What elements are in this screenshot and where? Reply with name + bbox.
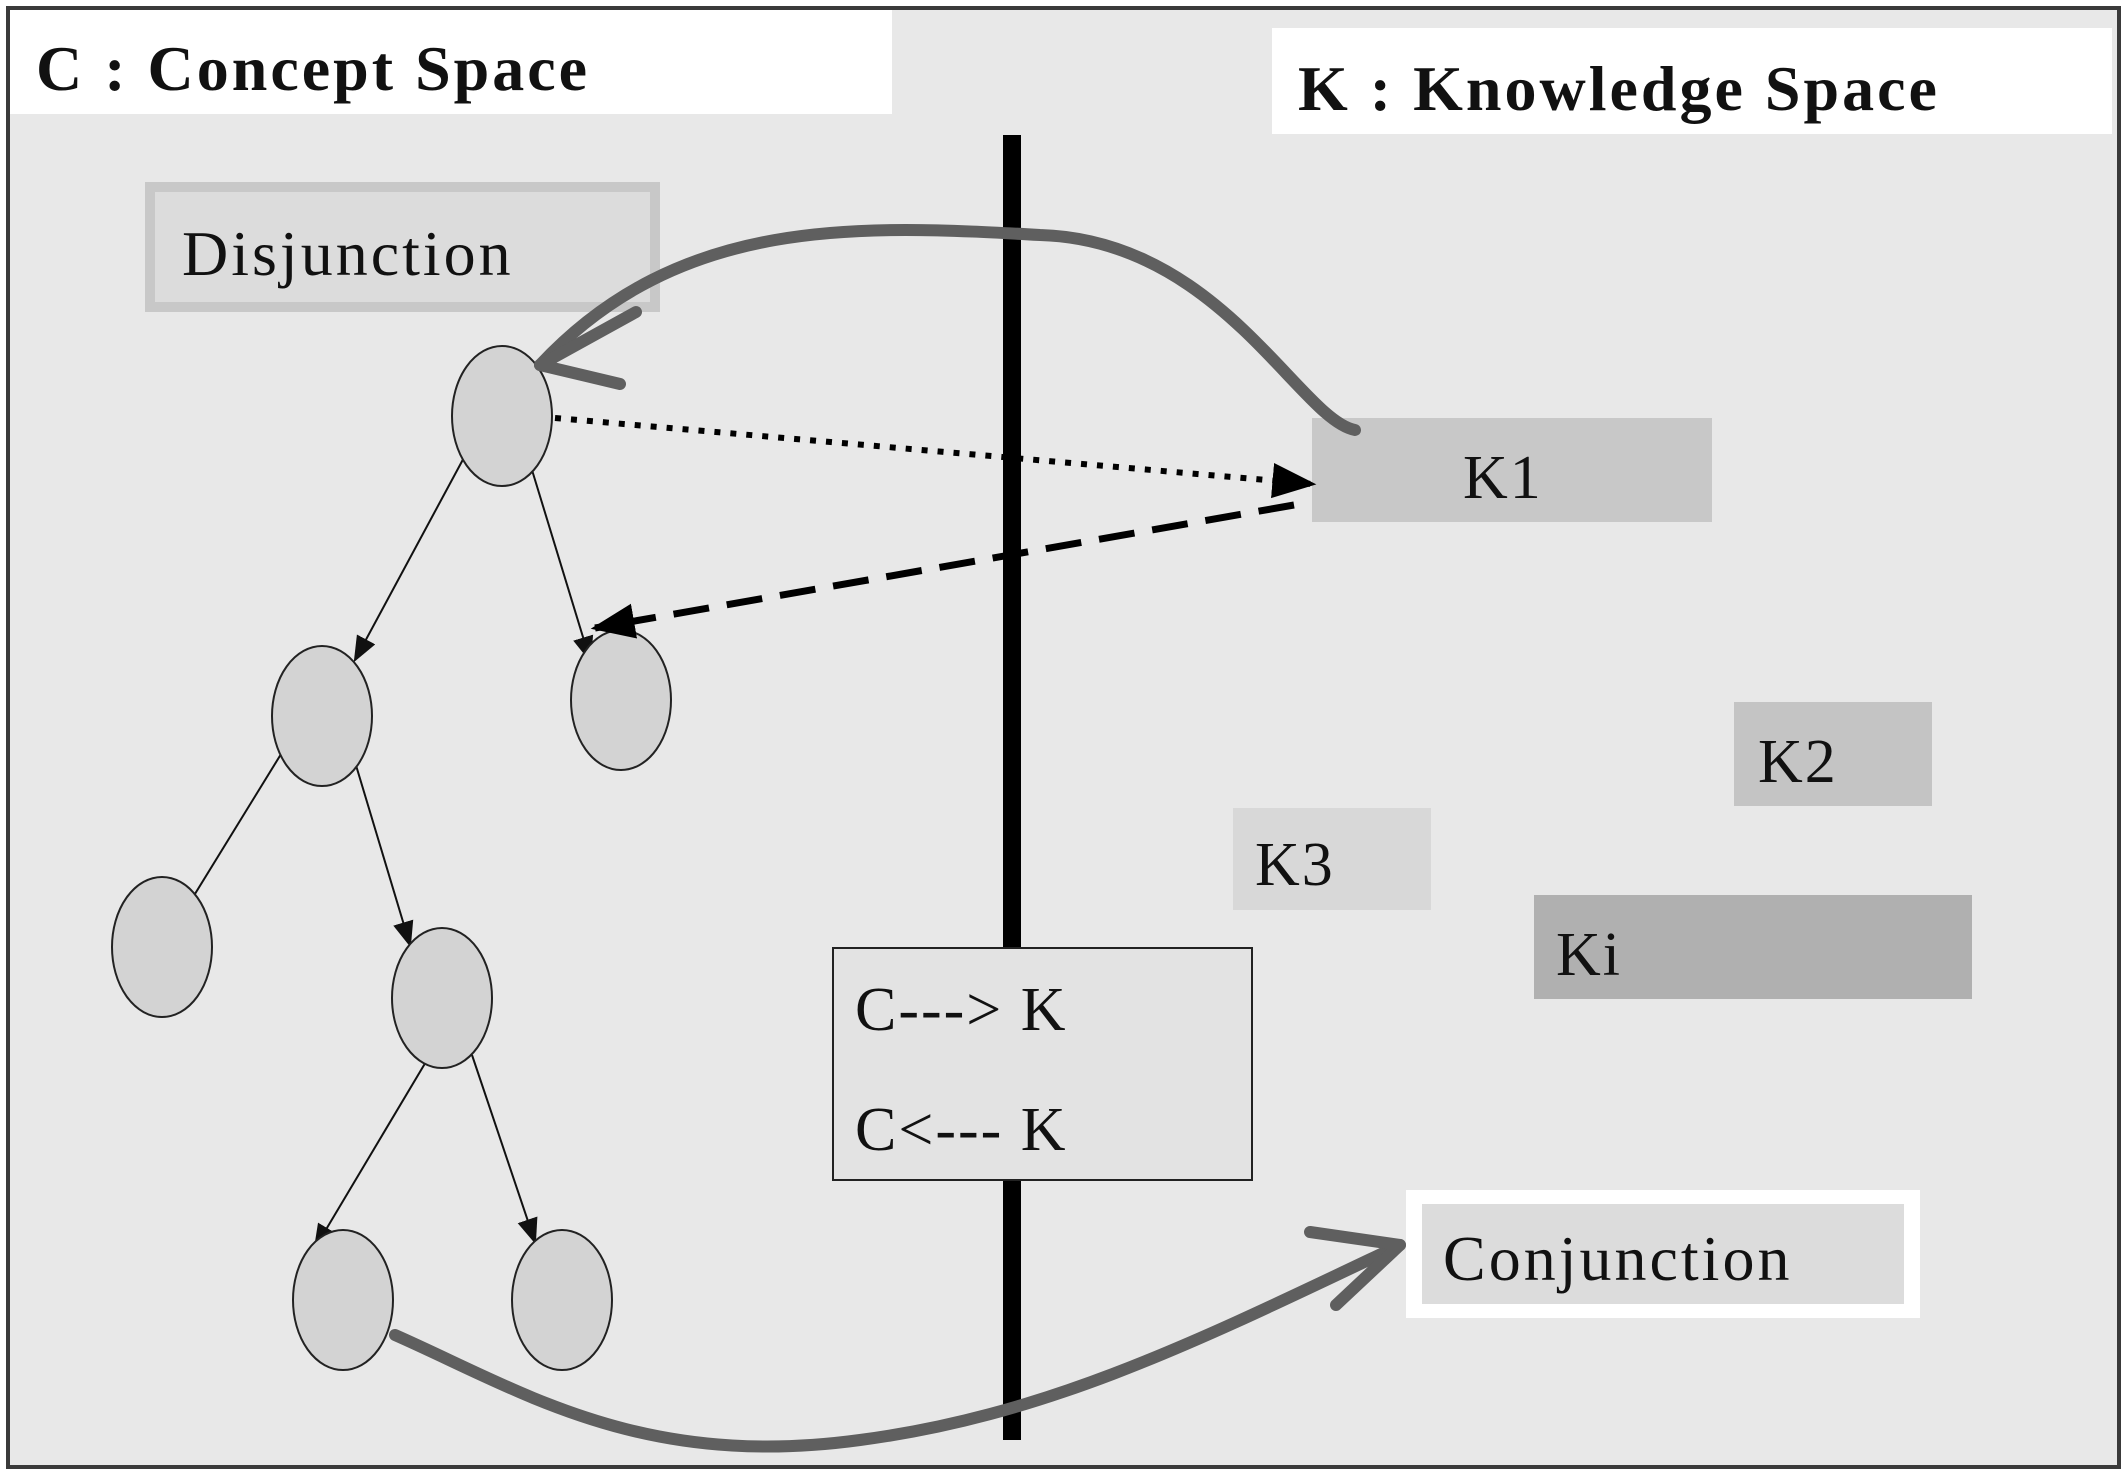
tree-node-leaf-bottom-right — [511, 1229, 613, 1371]
k1-label: K1 — [1463, 444, 1543, 512]
conjunction-arrowhead — [1304, 1226, 1406, 1311]
tree-node-leaf-far-left — [111, 876, 213, 1018]
tree-edge-mid-right — [351, 751, 414, 948]
concept-space-title: C : Concept Space — [36, 33, 590, 104]
tree-edge-root-left — [353, 451, 468, 663]
tree-node-mid-left — [271, 645, 373, 787]
mapping-box — [832, 947, 1253, 1181]
disjunction-curve-arrow — [534, 224, 1361, 436]
tree-edge-lower-left — [313, 1049, 434, 1251]
ki-box — [1534, 895, 1972, 999]
mapping-k-to-c: C<--- K — [855, 1096, 1068, 1164]
disjunction-box — [145, 182, 660, 312]
disjunction-label: Disjunction — [182, 218, 514, 289]
knowledge-space-title-box — [1272, 28, 2112, 134]
conjunction-label: Conjunction — [1443, 1223, 1792, 1294]
conjunction-curve-arrow — [389, 1239, 1406, 1453]
knowledge-space-title: K : Knowledge Space — [1298, 53, 1940, 124]
concept-space-title-box — [10, 10, 892, 114]
k2-box — [1734, 702, 1932, 806]
mapping-c-to-k: C---> K — [855, 976, 1068, 1044]
k2-label: K2 — [1758, 728, 1838, 796]
tree-edge-lower-right — [471, 1054, 538, 1245]
k3-label: K3 — [1255, 831, 1335, 899]
tree-node-root — [451, 345, 553, 487]
dashed-arrow-k1-to-concept — [590, 501, 1295, 639]
k1-box — [1312, 418, 1712, 522]
tree-edge-root-right — [531, 469, 594, 663]
conjunction-box — [1422, 1204, 1904, 1304]
k3-box — [1233, 808, 1431, 910]
disjunction-arrowhead — [534, 306, 642, 390]
tree-node-mid-right — [570, 629, 672, 771]
tree-node-leaf-bottom-left — [292, 1229, 394, 1371]
ki-label: Ki — [1556, 921, 1622, 989]
tree-node-lower-mid — [391, 927, 493, 1069]
